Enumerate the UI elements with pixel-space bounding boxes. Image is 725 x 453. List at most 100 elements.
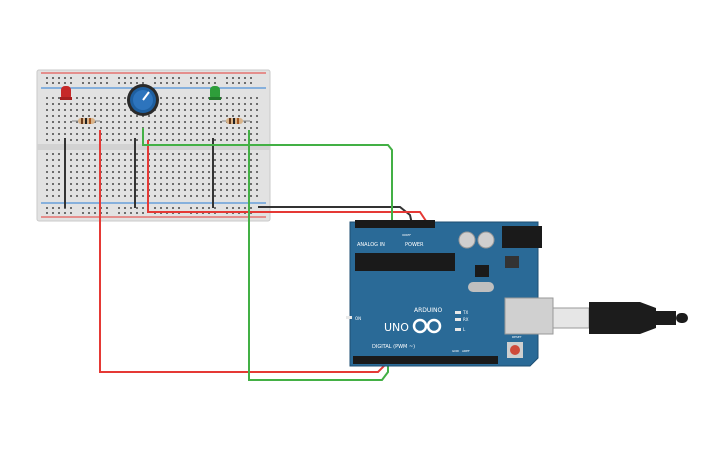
breadboard-hole[interactable]	[118, 153, 120, 155]
breadboard-hole[interactable]	[130, 207, 132, 209]
breadboard-hole[interactable]	[190, 103, 192, 105]
breadboard-hole[interactable]	[52, 171, 54, 173]
breadboard-hole[interactable]	[232, 189, 234, 191]
breadboard-hole[interactable]	[112, 189, 114, 191]
breadboard-hole[interactable]	[46, 103, 48, 105]
breadboard-hole[interactable]	[166, 177, 168, 179]
breadboard-hole[interactable]	[238, 103, 240, 105]
breadboard-hole[interactable]	[202, 139, 204, 141]
breadboard-hole[interactable]	[124, 97, 126, 99]
breadboard-hole[interactable]	[208, 195, 210, 197]
breadboard-hole[interactable]	[232, 97, 234, 99]
breadboard-hole[interactable]	[244, 171, 246, 173]
breadboard-hole[interactable]	[124, 77, 126, 79]
breadboard-hole[interactable]	[118, 159, 120, 161]
breadboard-hole[interactable]	[94, 183, 96, 185]
breadboard-hole[interactable]	[244, 77, 246, 79]
breadboard-hole[interactable]	[214, 139, 216, 141]
breadboard-hole[interactable]	[166, 165, 168, 167]
breadboard-hole[interactable]	[220, 165, 222, 167]
breadboard-hole[interactable]	[46, 171, 48, 173]
breadboard-hole[interactable]	[136, 139, 138, 141]
breadboard-hole[interactable]	[244, 177, 246, 179]
breadboard-hole[interactable]	[178, 133, 180, 135]
breadboard-hole[interactable]	[52, 177, 54, 179]
breadboard-hole[interactable]	[190, 82, 192, 84]
breadboard-hole[interactable]	[76, 183, 78, 185]
breadboard-hole[interactable]	[46, 127, 48, 129]
breadboard-hole[interactable]	[112, 159, 114, 161]
breadboard-hole[interactable]	[58, 153, 60, 155]
breadboard-hole[interactable]	[250, 115, 252, 117]
breadboard-hole[interactable]	[46, 165, 48, 167]
breadboard-hole[interactable]	[106, 139, 108, 141]
breadboard-hole[interactable]	[256, 139, 258, 141]
breadboard-hole[interactable]	[184, 159, 186, 161]
breadboard-hole[interactable]	[250, 121, 252, 123]
breadboard-hole[interactable]	[88, 171, 90, 173]
breadboard-hole[interactable]	[136, 115, 138, 117]
breadboard-hole[interactable]	[124, 212, 126, 214]
breadboard-hole[interactable]	[232, 207, 234, 209]
breadboard-hole[interactable]	[112, 139, 114, 141]
breadboard-hole[interactable]	[118, 195, 120, 197]
breadboard-hole[interactable]	[106, 133, 108, 135]
breadboard-hole[interactable]	[256, 109, 258, 111]
breadboard-hole[interactable]	[226, 165, 228, 167]
breadboard-hole[interactable]	[166, 115, 168, 117]
breadboard-hole[interactable]	[76, 133, 78, 135]
breadboard-hole[interactable]	[106, 183, 108, 185]
breadboard-hole[interactable]	[154, 115, 156, 117]
breadboard-hole[interactable]	[52, 159, 54, 161]
breadboard-hole[interactable]	[166, 127, 168, 129]
breadboard-hole[interactable]	[166, 183, 168, 185]
breadboard-hole[interactable]	[196, 115, 198, 117]
breadboard-hole[interactable]	[208, 133, 210, 135]
breadboard-hole[interactable]	[196, 103, 198, 105]
breadboard-hole[interactable]	[88, 177, 90, 179]
breadboard-hole[interactable]	[154, 159, 156, 161]
breadboard-hole[interactable]	[202, 177, 204, 179]
breadboard-hole[interactable]	[76, 97, 78, 99]
breadboard-hole[interactable]	[190, 165, 192, 167]
breadboard-hole[interactable]	[178, 165, 180, 167]
breadboard-hole[interactable]	[142, 207, 144, 209]
breadboard-hole[interactable]	[166, 103, 168, 105]
breadboard-hole[interactable]	[214, 82, 216, 84]
breadboard-hole[interactable]	[220, 153, 222, 155]
breadboard-hole[interactable]	[226, 127, 228, 129]
breadboard-hole[interactable]	[82, 103, 84, 105]
breadboard-hole[interactable]	[244, 195, 246, 197]
breadboard-hole[interactable]	[154, 207, 156, 209]
breadboard-hole[interactable]	[82, 195, 84, 197]
breadboard-hole[interactable]	[238, 177, 240, 179]
breadboard-hole[interactable]	[178, 127, 180, 129]
breadboard-hole[interactable]	[82, 212, 84, 214]
breadboard-hole[interactable]	[136, 77, 138, 79]
breadboard-hole[interactable]	[76, 103, 78, 105]
breadboard-hole[interactable]	[232, 109, 234, 111]
breadboard-hole[interactable]	[172, 115, 174, 117]
breadboard-hole[interactable]	[214, 171, 216, 173]
breadboard-hole[interactable]	[88, 153, 90, 155]
breadboard-hole[interactable]	[238, 133, 240, 135]
breadboard-hole[interactable]	[232, 159, 234, 161]
breadboard-hole[interactable]	[130, 133, 132, 135]
breadboard-hole[interactable]	[220, 159, 222, 161]
breadboard-hole[interactable]	[226, 195, 228, 197]
breadboard-hole[interactable]	[76, 171, 78, 173]
breadboard-hole[interactable]	[190, 127, 192, 129]
breadboard-hole[interactable]	[196, 153, 198, 155]
breadboard-hole[interactable]	[196, 195, 198, 197]
breadboard-hole[interactable]	[160, 109, 162, 111]
breadboard-hole[interactable]	[46, 177, 48, 179]
breadboard-hole[interactable]	[250, 139, 252, 141]
breadboard-hole[interactable]	[88, 189, 90, 191]
breadboard-hole[interactable]	[46, 183, 48, 185]
breadboard-hole[interactable]	[106, 115, 108, 117]
breadboard-hole[interactable]	[52, 115, 54, 117]
breadboard-hole[interactable]	[190, 189, 192, 191]
breadboard-hole[interactable]	[250, 189, 252, 191]
breadboard-hole[interactable]	[166, 82, 168, 84]
breadboard-hole[interactable]	[256, 115, 258, 117]
